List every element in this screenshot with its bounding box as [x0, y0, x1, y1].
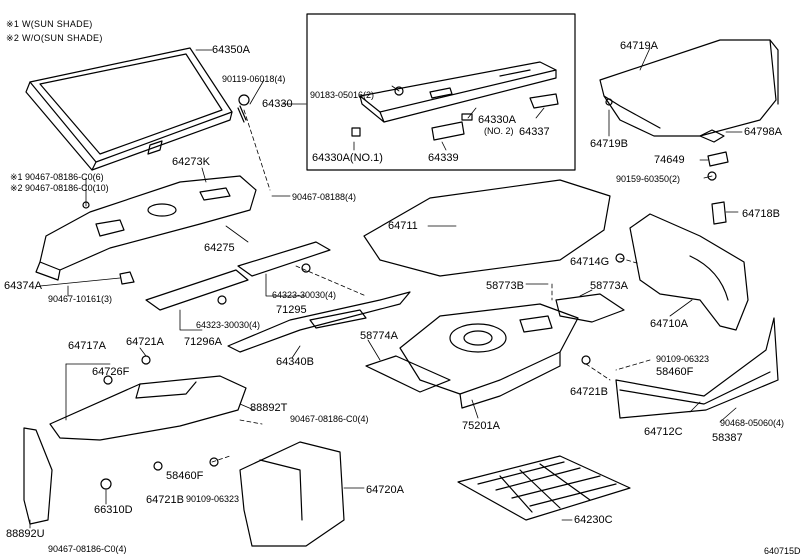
label-64340B: 64340B [276, 356, 314, 368]
label-64275: 64275 [204, 242, 235, 254]
label-90183: 90183-05016(2) [310, 90, 375, 100]
cover-64720A-part [100, 441, 345, 547]
label-64710A: 64710A [650, 318, 688, 330]
label-64714G: 64714G [570, 256, 610, 268]
label-64339: 64339 [428, 152, 459, 164]
label-58773A: 58773A [590, 280, 628, 292]
label-64718B: 64718B [742, 208, 780, 220]
label-90467-08188: 90467-08188(4) [292, 192, 357, 202]
note-without-sun-shade: ※2 W/O(SUN SHADE) [6, 33, 103, 43]
label-90468: 90468-05060(4) [720, 418, 785, 428]
left-trim-part [23, 355, 247, 525]
label-64330A-no2: 64330A [478, 114, 516, 126]
label-64719B: 64719B [590, 138, 628, 150]
label-64721B-right: 64721B [570, 386, 608, 398]
trunk-lid-trim-part [599, 39, 779, 143]
label-66310D: 66310D [94, 504, 133, 516]
package-tray-part [351, 61, 559, 141]
label-64374A: 64374A [4, 280, 42, 292]
label-64711: 64711 [388, 220, 418, 232]
label-64273K: 64273K [172, 156, 210, 168]
label-90467-c04b: 90467-08186-C0(4) [48, 544, 127, 554]
label-90467-10161: 90467-10161(3) [48, 294, 113, 304]
label-64330A-no2-suffix: (NO. 2) [484, 126, 514, 136]
spare-tray-part [399, 303, 579, 409]
bolt-90119-part [237, 94, 250, 123]
speaker-trim-part [145, 241, 331, 311]
bracket-74649-part [707, 151, 729, 181]
note-sun-shade: ※1 W(SUN SHADE) [6, 19, 93, 29]
label-90119: 90119-06018(4) [222, 74, 286, 84]
label-64717A: 64717A [68, 340, 106, 352]
mat-58773A-part [555, 293, 625, 323]
label-58774A: 58774A [360, 330, 398, 342]
label-64350A: 64350A [212, 44, 250, 56]
label-64712C: 64712C [644, 426, 683, 438]
diagram-id: 640715D [764, 546, 801, 556]
label-90467-c04: 90467-08186-C0(4) [290, 414, 369, 424]
label-64323-a: 64323-30030(4) [272, 290, 337, 300]
sill-trim-part [581, 317, 779, 419]
label-58387: 58387 [712, 432, 743, 444]
label-90467-c06: ※1 90467-08186-C0(6) [10, 172, 104, 182]
label-75201A: 75201A [462, 420, 500, 432]
label-58460F-right: 58460F [656, 366, 694, 378]
wheelhouse-trim-part [615, 201, 749, 331]
label-64720A: 64720A [366, 484, 404, 496]
label-58773B: 58773B [486, 280, 524, 292]
label-90467-c10: ※2 90467-08186-C0(10) [10, 183, 109, 193]
sun-shade-part [25, 47, 233, 171]
label-64721A: 64721A [126, 336, 164, 348]
label-64330: 64330 [262, 98, 293, 110]
label-64719A: 64719A [620, 40, 658, 52]
label-71296A: 71296A [184, 336, 222, 348]
label-64337: 64337 [519, 126, 550, 138]
side-trim-part [119, 271, 135, 285]
cargo-net-part [457, 455, 631, 521]
label-90159: 90159-60350(2) [616, 174, 681, 184]
label-64726F: 64726F [92, 366, 130, 378]
label-90109-right: 90109-06323 [656, 354, 710, 364]
label-64230C: 64230C [574, 514, 613, 526]
label-71295: 71295 [276, 304, 307, 316]
label-88892T: 88892T [250, 402, 288, 414]
label-88892U: 88892U [6, 528, 45, 540]
label-58460F-left: 58460F [166, 470, 204, 482]
floor-mat-part [363, 179, 611, 277]
label-64330A-no1: 64330A(NO.1) [312, 152, 383, 164]
label-74649: 74649 [654, 154, 685, 166]
mat-58774A-part [365, 355, 451, 393]
label-64721B-left: 64721B [146, 494, 184, 506]
label-90109-left: 90109-06323 [186, 494, 240, 504]
lower-trim-part [227, 291, 411, 353]
package-tray-box [306, 13, 576, 171]
label-64798A: 64798A [744, 126, 782, 138]
label-64323-b: 64323-30030(4) [196, 320, 261, 330]
